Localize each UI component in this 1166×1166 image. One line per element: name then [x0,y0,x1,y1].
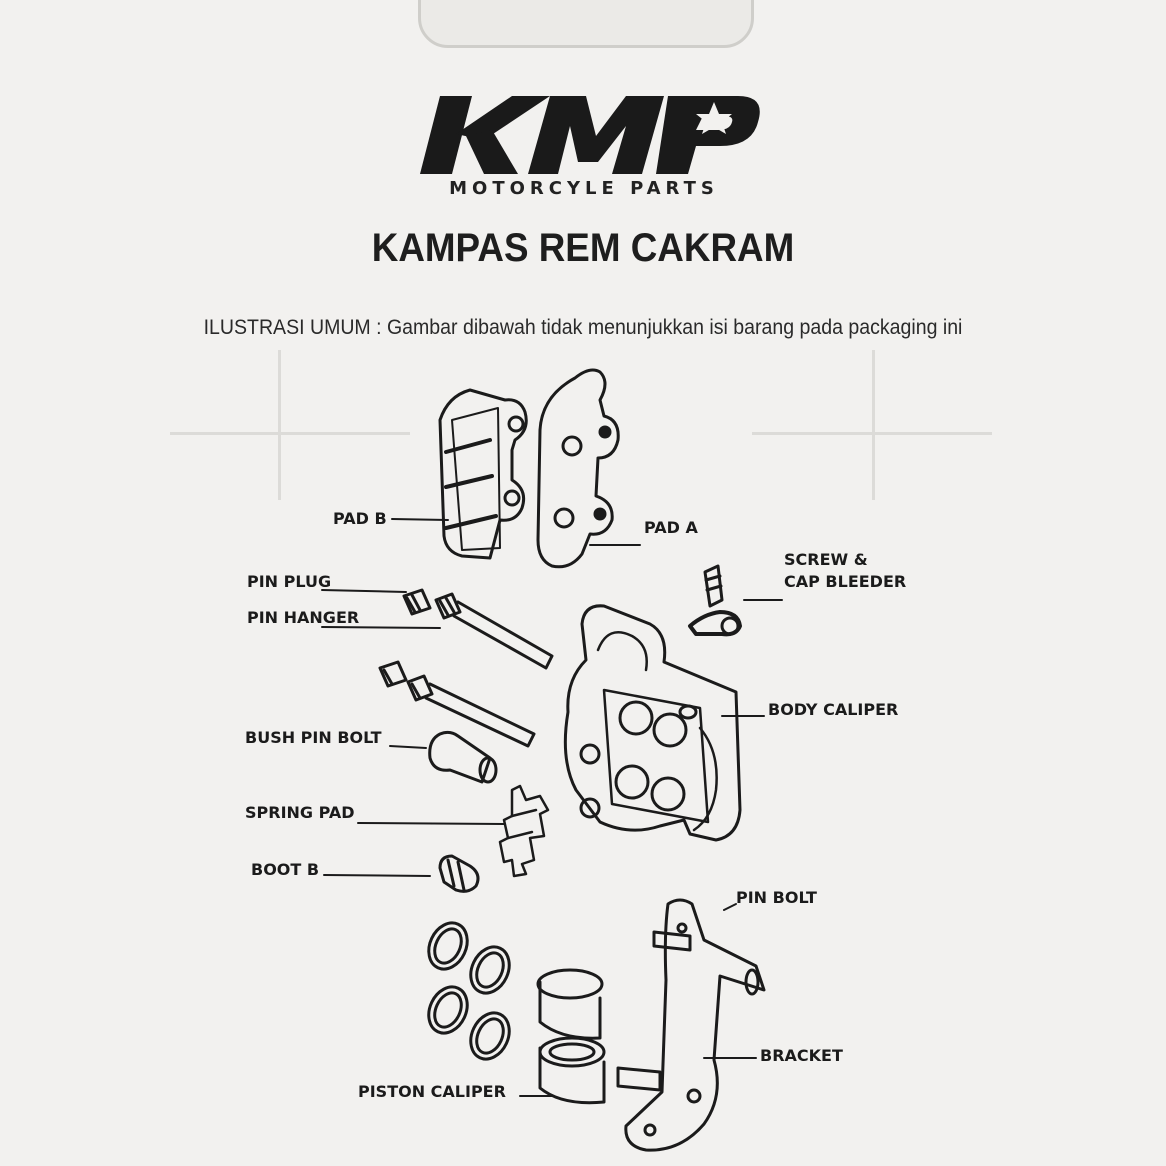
fold-crease [278,350,281,500]
label-bush-pin-bolt: BUSH PIN BOLT [245,728,382,747]
label-bracket: BRACKET [760,1046,843,1065]
label-screw-line2: CAP BLEEDER [784,572,907,591]
label-pin-bolt: PIN BOLT [736,888,817,907]
body-caliper-part [563,604,742,842]
boot-b-part [438,854,480,893]
label-piston-caliper: PISTON CALIPER [358,1082,506,1101]
piston-seal-rings [427,921,511,1061]
bracket-part [616,898,766,1152]
label-pin-plug: PIN PLUG [247,572,332,591]
label-body-caliper: BODY CALIPER [768,700,899,719]
pin-hanger-upper [402,588,554,670]
label-pad-b: PAD B [333,509,387,528]
label-spring-pad: SPRING PAD [245,803,355,822]
bush-pin-bolt-part [428,730,498,784]
bleeder-part [688,564,742,637]
piston-caliper-part [536,968,606,1105]
label-boot-b: BOOT B [251,860,320,879]
logo-tagline: MOTORCYLE PARTS [449,178,719,199]
label-pin-hanger: PIN HANGER [247,608,360,627]
page-title: KAMPAS REM CAKRAM [371,226,795,270]
subtitle-note: ILUSTRASI UMUM : Gambar dibawah tidak me… [203,316,963,339]
pad-a-part [536,368,620,569]
fold-crease [872,350,875,500]
label-pad-a: PAD A [644,518,698,537]
label-screw-line1: SCREW & [784,550,868,569]
pin-hanger-lower [378,660,536,748]
spring-pad-part [498,784,550,878]
leader-lines [321,518,783,1097]
kmp-logo [420,96,760,174]
pad-b-part [438,388,528,560]
hang-hole [418,0,754,48]
fold-crease [170,432,410,435]
